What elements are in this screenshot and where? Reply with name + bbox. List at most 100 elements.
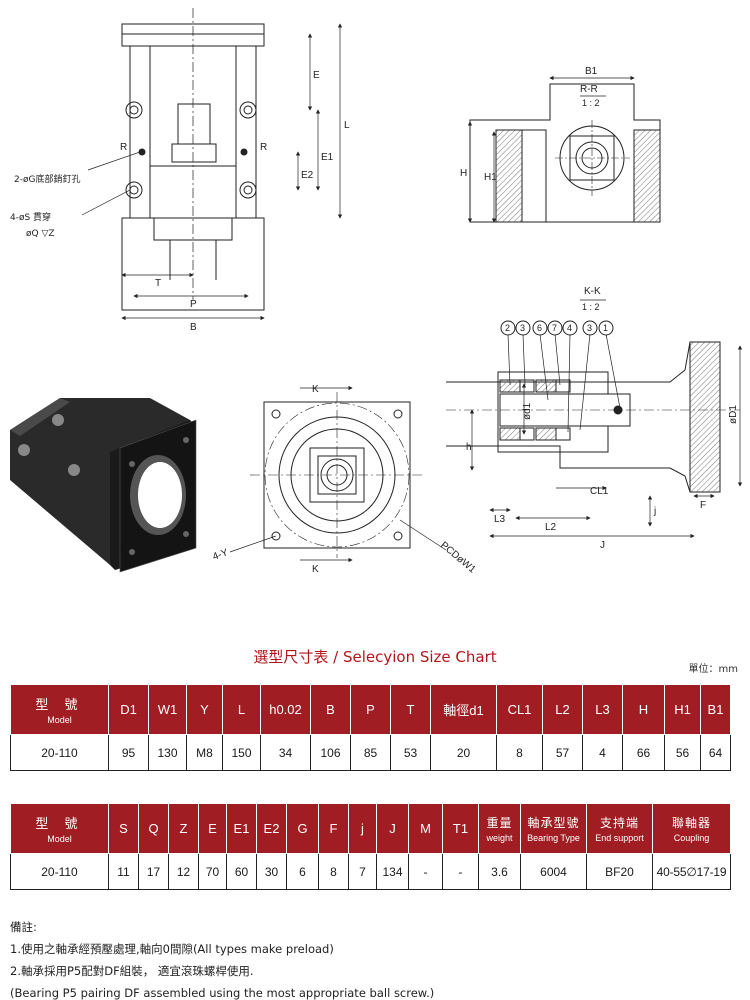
cell-L3: 4 (582, 734, 623, 771)
section-rr-scale: 1 : 2 (582, 98, 600, 108)
cell-L: 150 (222, 734, 261, 771)
dim-L: L (344, 120, 350, 131)
header-D1: D1 (108, 684, 149, 735)
cell-G: 6 (286, 853, 319, 890)
section-mark-K-bottom: K (312, 564, 319, 575)
note-line-2: 2.軸承採用P5配對DF組裝， 適宜滾珠螺桿使用. (10, 964, 254, 978)
header-L3: L3 (582, 684, 623, 735)
cell-j: 7 (348, 853, 377, 890)
cell-Q: 17 (138, 853, 169, 890)
section-rr-view (467, 75, 661, 223)
dim-T: T (155, 278, 161, 289)
cell-J: 134 (376, 853, 409, 890)
header-CL1: CL1 (496, 684, 543, 735)
cell-end-support: BF20 (586, 853, 653, 890)
dim-E: E (313, 70, 320, 81)
header-M: M (408, 803, 443, 854)
unit-label: 單位：mm (688, 664, 738, 675)
cell-H: 66 (622, 734, 665, 771)
cell-T1: - (442, 853, 479, 890)
dim-j: j (653, 506, 656, 517)
notes-heading: 備註: (10, 920, 37, 934)
header-Q: Q (138, 803, 169, 854)
balloon-5: 4 (567, 323, 572, 333)
front-view (81, 8, 343, 321)
cell-coupling: 40-55∅17-19 (652, 853, 731, 890)
cell-bearing-type: 6004 (520, 853, 587, 890)
dim-B1: B1 (585, 66, 598, 77)
cell-model: 20-110 (10, 734, 109, 771)
note-line-3: (Bearing P5 pairing DF assembled using t… (10, 986, 435, 1000)
cell-S: 11 (108, 853, 139, 890)
cell-M: - (408, 853, 443, 890)
section-kk-scale: 1 : 2 (582, 302, 600, 312)
balloon-7: 1 (603, 323, 608, 333)
isometric-view (10, 398, 197, 573)
dim-H: H (460, 168, 467, 179)
cell-model: 20-110 (10, 853, 109, 890)
header-d1: 軸徑d1 (430, 684, 497, 735)
callout-counterbore: øQ ▽Z (26, 229, 55, 239)
dim-R-left: R (120, 142, 127, 153)
cell-d1: 20 (430, 734, 497, 771)
header-F: F (318, 803, 349, 854)
header-H: H (622, 684, 665, 735)
technical-drawings: T P B L E E1 E2 R R 2-øG底部銷釘孔 4-øS 貫穿 øQ… (10, 8, 743, 576)
dim-L3: L3 (494, 514, 506, 525)
cell-H1: 56 (664, 734, 701, 771)
header-J: J (376, 803, 409, 854)
section-rr-name: R-R (580, 84, 598, 95)
cell-P: 85 (350, 734, 391, 771)
header-B: B (310, 684, 351, 735)
header-H1: H1 (664, 684, 701, 735)
table-row: 20-110 95 130 M8 150 34 106 85 53 20 8 5… (10, 734, 731, 771)
header-T1: T1 (442, 803, 479, 854)
dim-CL1: CL1 (590, 486, 609, 497)
balloon-4: 7 (552, 323, 557, 333)
dim-4-Y: 4-Y (211, 547, 230, 563)
cell-D1: 95 (108, 734, 149, 771)
cell-B1: 64 (700, 734, 731, 771)
header-h: h0.02 (260, 684, 311, 735)
dim-B: B (190, 322, 197, 333)
cell-W1: 130 (148, 734, 187, 771)
callout-pin-hole: 2-øG底部銷釘孔 (14, 173, 80, 185)
header-T: T (390, 684, 431, 735)
balloon-3: 6 (537, 323, 542, 333)
dim-D1: øD1 (728, 405, 739, 424)
flange-end-view (229, 385, 447, 563)
dim-J: J (600, 540, 605, 551)
balloon-2: 3 (520, 323, 525, 333)
header-L2: L2 (542, 684, 583, 735)
dim-F: F (700, 500, 706, 511)
dim-P: P (190, 299, 197, 310)
cell-E2: 30 (256, 853, 287, 890)
cell-B: 106 (310, 734, 351, 771)
cell-E1: 60 (226, 853, 257, 890)
header-Y: Y (186, 684, 223, 735)
cell-weight: 3.6 (478, 853, 521, 890)
section-kk-view (446, 299, 743, 539)
section-kk-name: K-K (584, 286, 601, 297)
header-Z: Z (168, 803, 199, 854)
notes-section: 備註: 1.使用之軸承經預壓處理,軸向0間隙(All types make pr… (10, 916, 740, 1000)
cell-CL1: 8 (496, 734, 543, 771)
cell-Y: M8 (186, 734, 223, 771)
cell-h: 34 (260, 734, 311, 771)
header-E1: E1 (226, 803, 257, 854)
chart-title: 選型尺寸表 / Selecyion Size Chart (253, 648, 497, 666)
header-E2: E2 (256, 803, 287, 854)
dim-R-right: R (260, 142, 267, 153)
dim-E1: E1 (321, 152, 334, 163)
balloon-6: 3 (587, 323, 592, 333)
cell-F: 8 (318, 853, 349, 890)
dim-E2: E2 (301, 170, 314, 181)
cell-L2: 57 (542, 734, 583, 771)
cell-T: 53 (390, 734, 431, 771)
